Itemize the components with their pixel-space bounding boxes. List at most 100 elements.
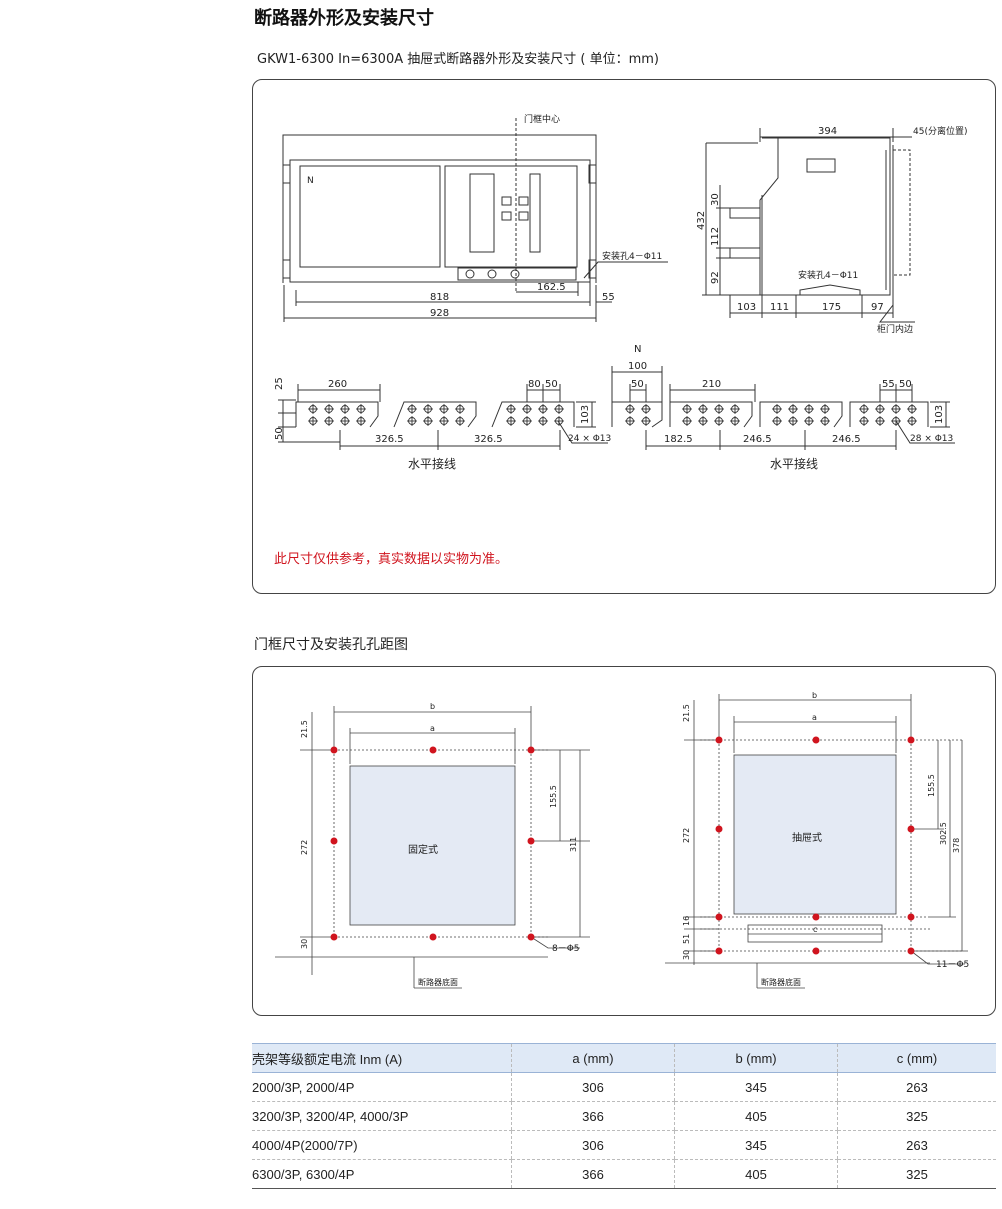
spec-table: 壳架等级额定电流 Inm (A) a (mm) b (mm) c (mm) 20… bbox=[252, 1043, 996, 1189]
dim-818: 818 bbox=[430, 292, 449, 303]
cell-rating: 3200/3P, 3200/4P, 4000/3P bbox=[252, 1101, 512, 1131]
disclaimer-note: 此尺寸仅供参考，真实数据以实物为准。 bbox=[274, 552, 509, 567]
cell-rating: 2000/3P, 2000/4P bbox=[252, 1072, 512, 1102]
drawer-holes-label: 11－Φ5 bbox=[936, 960, 969, 970]
fixed-dim-155-5: 155.5 bbox=[549, 785, 558, 808]
bl-dim-326-5a: 326.5 bbox=[375, 434, 404, 445]
table-row: 2000/3P, 2000/4P 306 345 263 bbox=[252, 1072, 996, 1102]
dim-928: 928 bbox=[430, 308, 449, 319]
front-body bbox=[289, 159, 591, 283]
br-caption: 水平接线 bbox=[770, 456, 818, 471]
cabinet-edge-label: 柜门内边 bbox=[877, 323, 913, 335]
front-panel-right bbox=[444, 165, 578, 268]
bl-dim-50b: 50 bbox=[545, 379, 558, 390]
cell-rating: 4000/4P(2000/7P) bbox=[252, 1130, 512, 1160]
cell-a: 366 bbox=[510, 1159, 675, 1189]
drawer-dim-302-5: 302.5 bbox=[939, 822, 948, 845]
bl-holes: 24 × Φ13 bbox=[568, 434, 611, 444]
dim-30: 30 bbox=[710, 193, 721, 206]
fixed-holes-label: 8－Φ5 bbox=[552, 944, 580, 954]
cell-a: 366 bbox=[510, 1101, 675, 1131]
cell-b: 405 bbox=[674, 1101, 838, 1131]
fixed-dim-311: 311 bbox=[569, 837, 578, 852]
br-dim-210: 210 bbox=[702, 379, 721, 390]
drawer-dim-272: 272 bbox=[682, 828, 691, 843]
table-header-row: 壳架等级额定电流 Inm (A) a (mm) b (mm) c (mm) bbox=[252, 1043, 996, 1073]
cell-c: 325 bbox=[837, 1159, 996, 1189]
bl-dim-260: 260 bbox=[328, 379, 347, 390]
fixed-dim-21-5: 21.5 bbox=[300, 720, 309, 738]
table-row: 3200/3P, 3200/4P, 4000/3P 366 405 325 bbox=[252, 1101, 996, 1131]
fixed-holes bbox=[330, 746, 535, 941]
dim-111: 111 bbox=[770, 302, 789, 313]
cell-b: 345 bbox=[674, 1072, 838, 1102]
fixed-dim-272: 272 bbox=[300, 840, 309, 855]
col-header-rating: 壳架等级额定电流 Inm (A) bbox=[252, 1043, 512, 1073]
br-dim-246-5b: 246.5 bbox=[832, 434, 861, 445]
drawer-dim-21-5: 21.5 bbox=[682, 704, 691, 722]
dim-103: 103 bbox=[737, 302, 756, 313]
drawer-a-label: a bbox=[812, 713, 817, 722]
outline-drawings: 门框中心 N 安装孔4－Φ11 162.5 818 55 928 394 45(… bbox=[274, 113, 967, 471]
br-dim-55: 55 bbox=[882, 379, 895, 390]
br-holes: 28 × Φ13 bbox=[910, 434, 953, 444]
cell-c: 263 bbox=[837, 1130, 996, 1160]
mount-hole-label: 安装孔4－Φ11 bbox=[602, 250, 662, 262]
drawer-b-label: b bbox=[812, 691, 817, 700]
cell-rating: 6300/3P, 6300/4P bbox=[252, 1159, 512, 1189]
dim-432: 432 bbox=[696, 211, 707, 230]
page-title: 断路器外形及安装尺寸 bbox=[254, 8, 434, 29]
bl-dim-25: 25 bbox=[274, 377, 285, 390]
drawer-dim-51: 51 bbox=[682, 934, 691, 944]
drawer-holes bbox=[715, 736, 915, 955]
dim-175: 175 bbox=[822, 302, 841, 313]
fixed-a-label: a bbox=[430, 724, 435, 733]
door-center-label: 门框中心 bbox=[524, 113, 560, 125]
door-drawings: b a 21.5 272 30 155.5 311 固定式 8－Φ5 断路器底面 bbox=[275, 691, 969, 989]
cell-c: 263 bbox=[837, 1072, 996, 1102]
fixed-b-label: b bbox=[430, 702, 435, 711]
cell-c: 325 bbox=[837, 1101, 996, 1131]
cell-b: 345 bbox=[674, 1130, 838, 1160]
front-panel-left bbox=[299, 165, 441, 268]
br-dim-182-5: 182.5 bbox=[664, 434, 693, 445]
dim-55: 55 bbox=[602, 292, 615, 303]
dim-92: 92 bbox=[710, 271, 721, 284]
dim-112: 112 bbox=[710, 227, 721, 246]
drawer-dim-378: 378 bbox=[952, 838, 961, 853]
drawer-c-label: c bbox=[813, 925, 817, 934]
side-mount-hole-label: 安装孔4－Φ11 bbox=[798, 269, 858, 281]
dim-394: 394 bbox=[818, 126, 837, 137]
bl-dim-80: 80 bbox=[528, 379, 541, 390]
dim-162-5: 162.5 bbox=[537, 282, 566, 293]
fixed-label: 固定式 bbox=[408, 843, 438, 856]
br-dim-100: 100 bbox=[628, 361, 647, 372]
cell-b: 405 bbox=[674, 1159, 838, 1189]
br-dim-50: 50 bbox=[631, 379, 644, 390]
dim-45: 45(分离位置) bbox=[913, 125, 967, 137]
drawer-dim-155-5: 155.5 bbox=[927, 774, 936, 797]
page-subtitle: GKW1-6300 In=6300A 抽屉式断路器外形及安装尺寸 ( 单位：mm… bbox=[257, 52, 659, 67]
fixed-dim-30: 30 bbox=[300, 939, 309, 949]
br-dim-246-5a: 246.5 bbox=[743, 434, 772, 445]
drawer-label: 抽屉式 bbox=[792, 831, 822, 844]
cell-a: 306 bbox=[510, 1130, 675, 1160]
table-row: 4000/4P(2000/7P) 306 345 263 bbox=[252, 1130, 996, 1160]
bl-dim-50: 50 bbox=[274, 427, 285, 440]
fixed-bottom-label: 断路器底面 bbox=[418, 977, 458, 987]
drawer-dim-16: 16 bbox=[682, 916, 691, 926]
col-header-b: b (mm) bbox=[674, 1043, 838, 1073]
dim-97: 97 bbox=[871, 302, 884, 313]
col-header-c: c (mm) bbox=[837, 1043, 996, 1073]
col-header-a: a (mm) bbox=[510, 1043, 675, 1073]
n-label: N bbox=[307, 176, 314, 186]
section2-title: 门框尺寸及安装孔孔距图 bbox=[254, 637, 408, 653]
cell-a: 306 bbox=[510, 1072, 675, 1102]
drawer-dim-30: 30 bbox=[682, 950, 691, 960]
table-row: 6300/3P, 6300/4P 366 405 325 bbox=[252, 1159, 996, 1189]
drawer-bottom-label: 断路器底面 bbox=[761, 977, 801, 987]
bl-caption: 水平接线 bbox=[408, 456, 456, 471]
bl-dim-103: 103 bbox=[580, 405, 591, 424]
bl-dim-326-5b: 326.5 bbox=[474, 434, 503, 445]
br-dim-50b: 50 bbox=[899, 379, 912, 390]
